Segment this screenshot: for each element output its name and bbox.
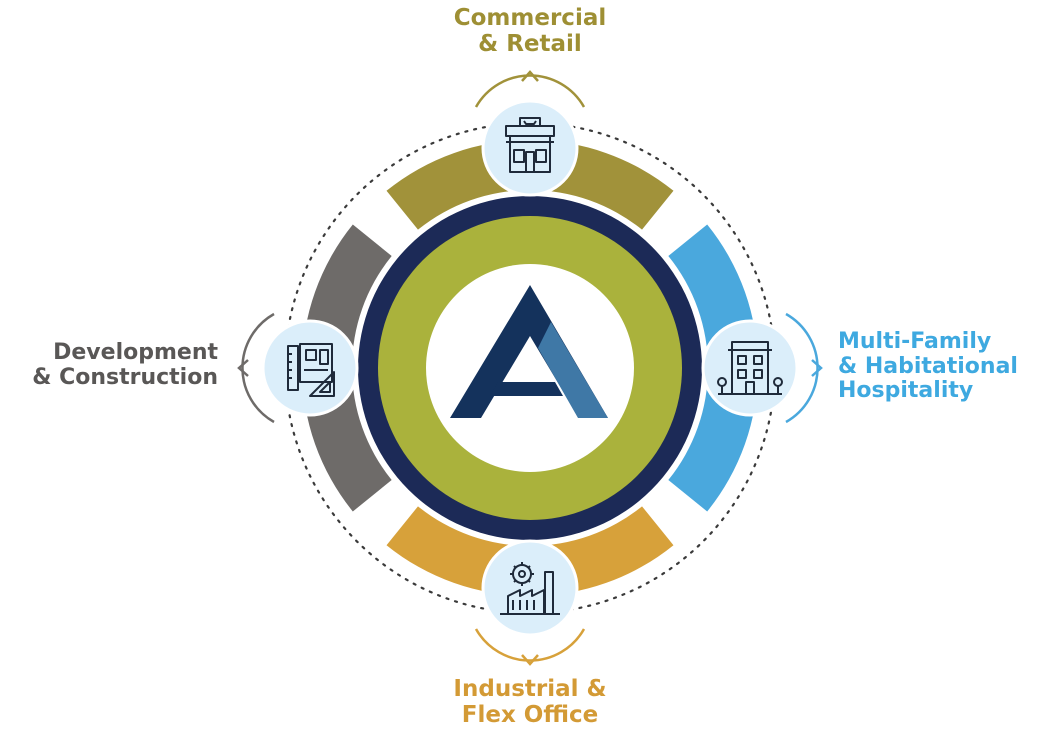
factory-gear-icon bbox=[500, 562, 560, 615]
label-line: Development bbox=[53, 340, 218, 365]
icon-circle-multifamily bbox=[701, 319, 799, 417]
bracket-arc-left bbox=[241, 312, 275, 424]
label-development-construction: Development & Construction bbox=[0, 340, 218, 390]
center-logo-disc bbox=[426, 264, 634, 472]
apartment-building-icon bbox=[717, 341, 783, 395]
storefront-icon bbox=[505, 117, 555, 173]
blueprint-ruler-icon bbox=[287, 343, 335, 397]
label-line: Flex Office bbox=[461, 701, 599, 728]
icon-circle-commercial bbox=[481, 99, 579, 197]
label-line: & Retail bbox=[478, 30, 582, 57]
label-industrial-flex-office: Industrial & Flex Office bbox=[400, 676, 660, 729]
bracket-arc-bottom bbox=[474, 628, 586, 662]
bracket-arrow-left bbox=[237, 359, 249, 377]
label-multifamily-hospitality: Multi-Family & Habitational Hospitality bbox=[838, 329, 1041, 404]
bracket-arc-right bbox=[785, 312, 819, 424]
label-line: Hospitality bbox=[838, 378, 974, 404]
label-line: Industrial & bbox=[453, 676, 607, 702]
bracket-arc-top bbox=[474, 74, 586, 108]
bracket-arrow-bottom bbox=[521, 654, 539, 666]
label-line: & Habitational bbox=[838, 353, 1018, 379]
icon-circle-industrial bbox=[481, 539, 579, 637]
label-line: Multi-Family bbox=[838, 329, 992, 354]
triangle-a-logo-icon bbox=[450, 285, 608, 418]
label-commercial-retail: Commercial & Retail bbox=[400, 5, 660, 58]
bracket-arrow-right bbox=[811, 359, 823, 377]
bracket-arrow-top bbox=[521, 70, 539, 82]
icon-circle-development bbox=[261, 319, 359, 417]
label-line: Commercial bbox=[453, 5, 607, 31]
label-line: & Construction bbox=[32, 364, 218, 390]
